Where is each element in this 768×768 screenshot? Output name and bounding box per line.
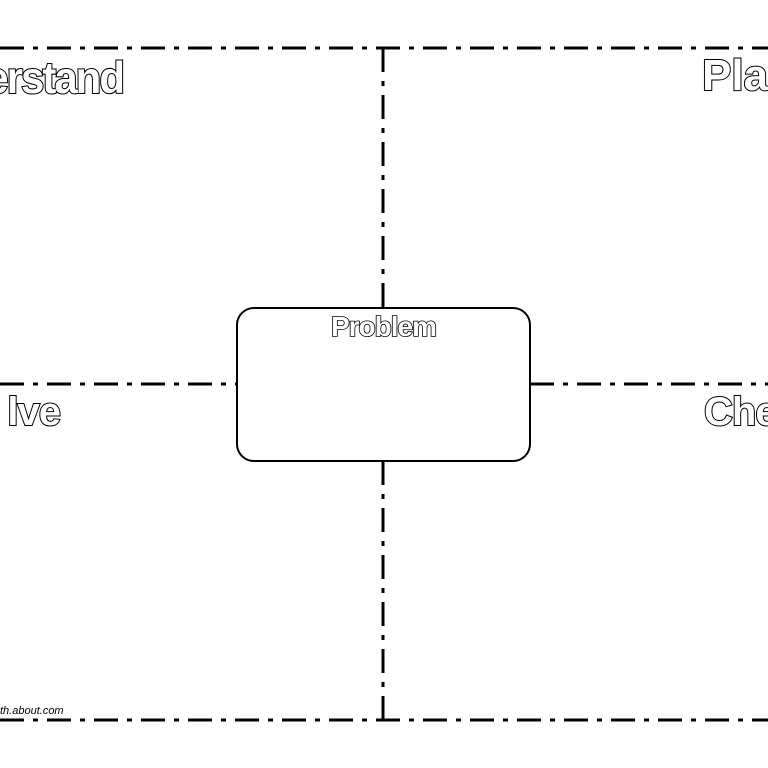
source-credit: th.about.com	[0, 705, 64, 717]
problem-heading: Problem	[330, 311, 438, 342]
plan-heading: Pla	[701, 51, 768, 100]
understand-heading: lerstand	[0, 52, 126, 103]
problem-box[interactable]: Problem	[236, 307, 531, 462]
solve-heading: lve	[6, 390, 62, 434]
check-heading: Che	[703, 390, 768, 434]
